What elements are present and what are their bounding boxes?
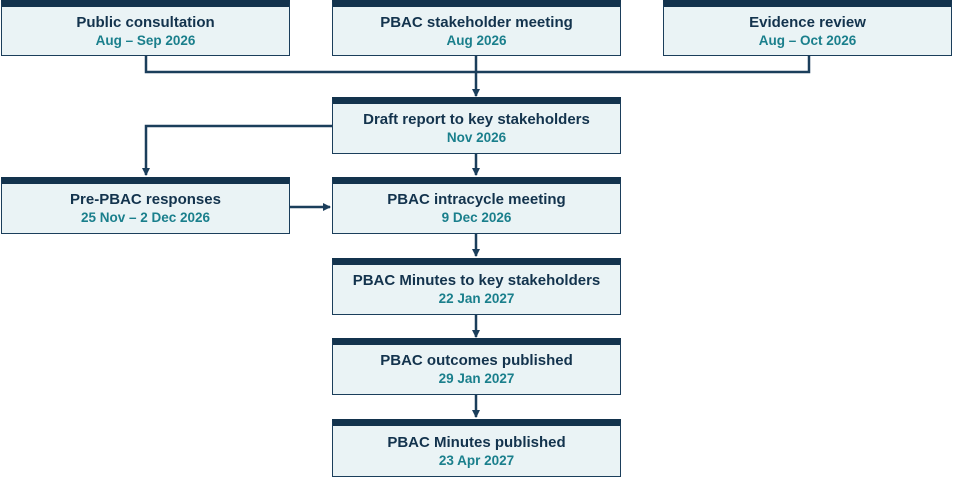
node-minutes-to-stakeholders: PBAC Minutes to key stakeholders 22 Jan … (332, 258, 621, 315)
arrow-draft-to-pre-pbac (142, 124, 333, 176)
node-minutes-published: PBAC Minutes published 23 Apr 2027 (332, 419, 621, 477)
node-date: 25 Nov – 2 Dec 2026 (80, 210, 211, 225)
node-date: Aug – Oct 2026 (758, 32, 857, 48)
node-title: PBAC Minutes published (387, 433, 566, 451)
node-title: Pre-PBAC responses (70, 191, 221, 208)
node-title: PBAC intracycle meeting (387, 191, 566, 208)
node-intracycle-meeting: PBAC intracycle meeting 9 Dec 2026 (332, 177, 621, 234)
node-pre-pbac-responses: Pre-PBAC responses 25 Nov – 2 Dec 2026 (1, 177, 290, 234)
node-title: Draft report to key stakeholders (363, 111, 590, 128)
node-pbac-stakeholder-meeting: PBAC stakeholder meeting Aug 2026 (332, 0, 621, 56)
node-date: Aug – Sep 2026 (95, 32, 196, 48)
node-title: Evidence review (749, 13, 866, 31)
node-title: PBAC outcomes published (380, 352, 573, 369)
connector-public-consultation-merge (144, 56, 476, 74)
node-title: PBAC stakeholder meeting (380, 13, 573, 31)
node-date: Nov 2026 (446, 130, 507, 145)
node-title: Public consultation (76, 13, 215, 31)
node-evidence-review: Evidence review Aug – Oct 2026 (663, 0, 952, 56)
node-draft-report: Draft report to key stakeholders Nov 202… (332, 97, 621, 154)
node-date: 23 Apr 2027 (438, 452, 515, 468)
node-date: Aug 2026 (446, 32, 507, 48)
node-outcomes-published: PBAC outcomes published 29 Jan 2027 (332, 338, 621, 395)
node-title: PBAC Minutes to key stakeholders (352, 272, 601, 289)
connector-evidence-review-merge (476, 56, 811, 74)
node-public-consultation: Public consultation Aug – Sep 2026 (1, 0, 290, 56)
node-date: 9 Dec 2026 (441, 210, 512, 225)
node-date: 29 Jan 2027 (438, 371, 515, 386)
node-date: 22 Jan 2027 (438, 291, 515, 306)
